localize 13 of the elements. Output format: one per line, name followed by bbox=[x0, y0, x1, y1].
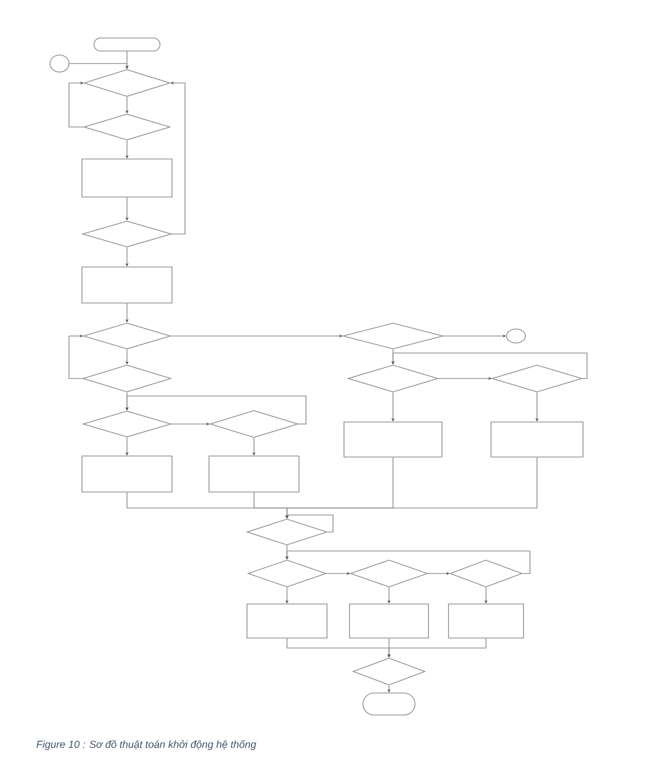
arrow bbox=[68, 81, 84, 128]
process-box bbox=[208, 456, 300, 492]
process-box bbox=[246, 604, 328, 638]
connector-circle bbox=[506, 328, 526, 344]
process-box bbox=[82, 266, 172, 304]
process-box bbox=[82, 158, 172, 198]
process-box bbox=[349, 604, 429, 638]
process-box bbox=[448, 604, 524, 638]
process-box bbox=[490, 422, 584, 458]
caption: Figure 10 : Sơ đồ thuật toán khởi động hệ thống bbox=[36, 740, 256, 750]
connector-circle bbox=[50, 54, 70, 72]
process-box bbox=[344, 422, 442, 458]
process-box bbox=[82, 456, 172, 492]
